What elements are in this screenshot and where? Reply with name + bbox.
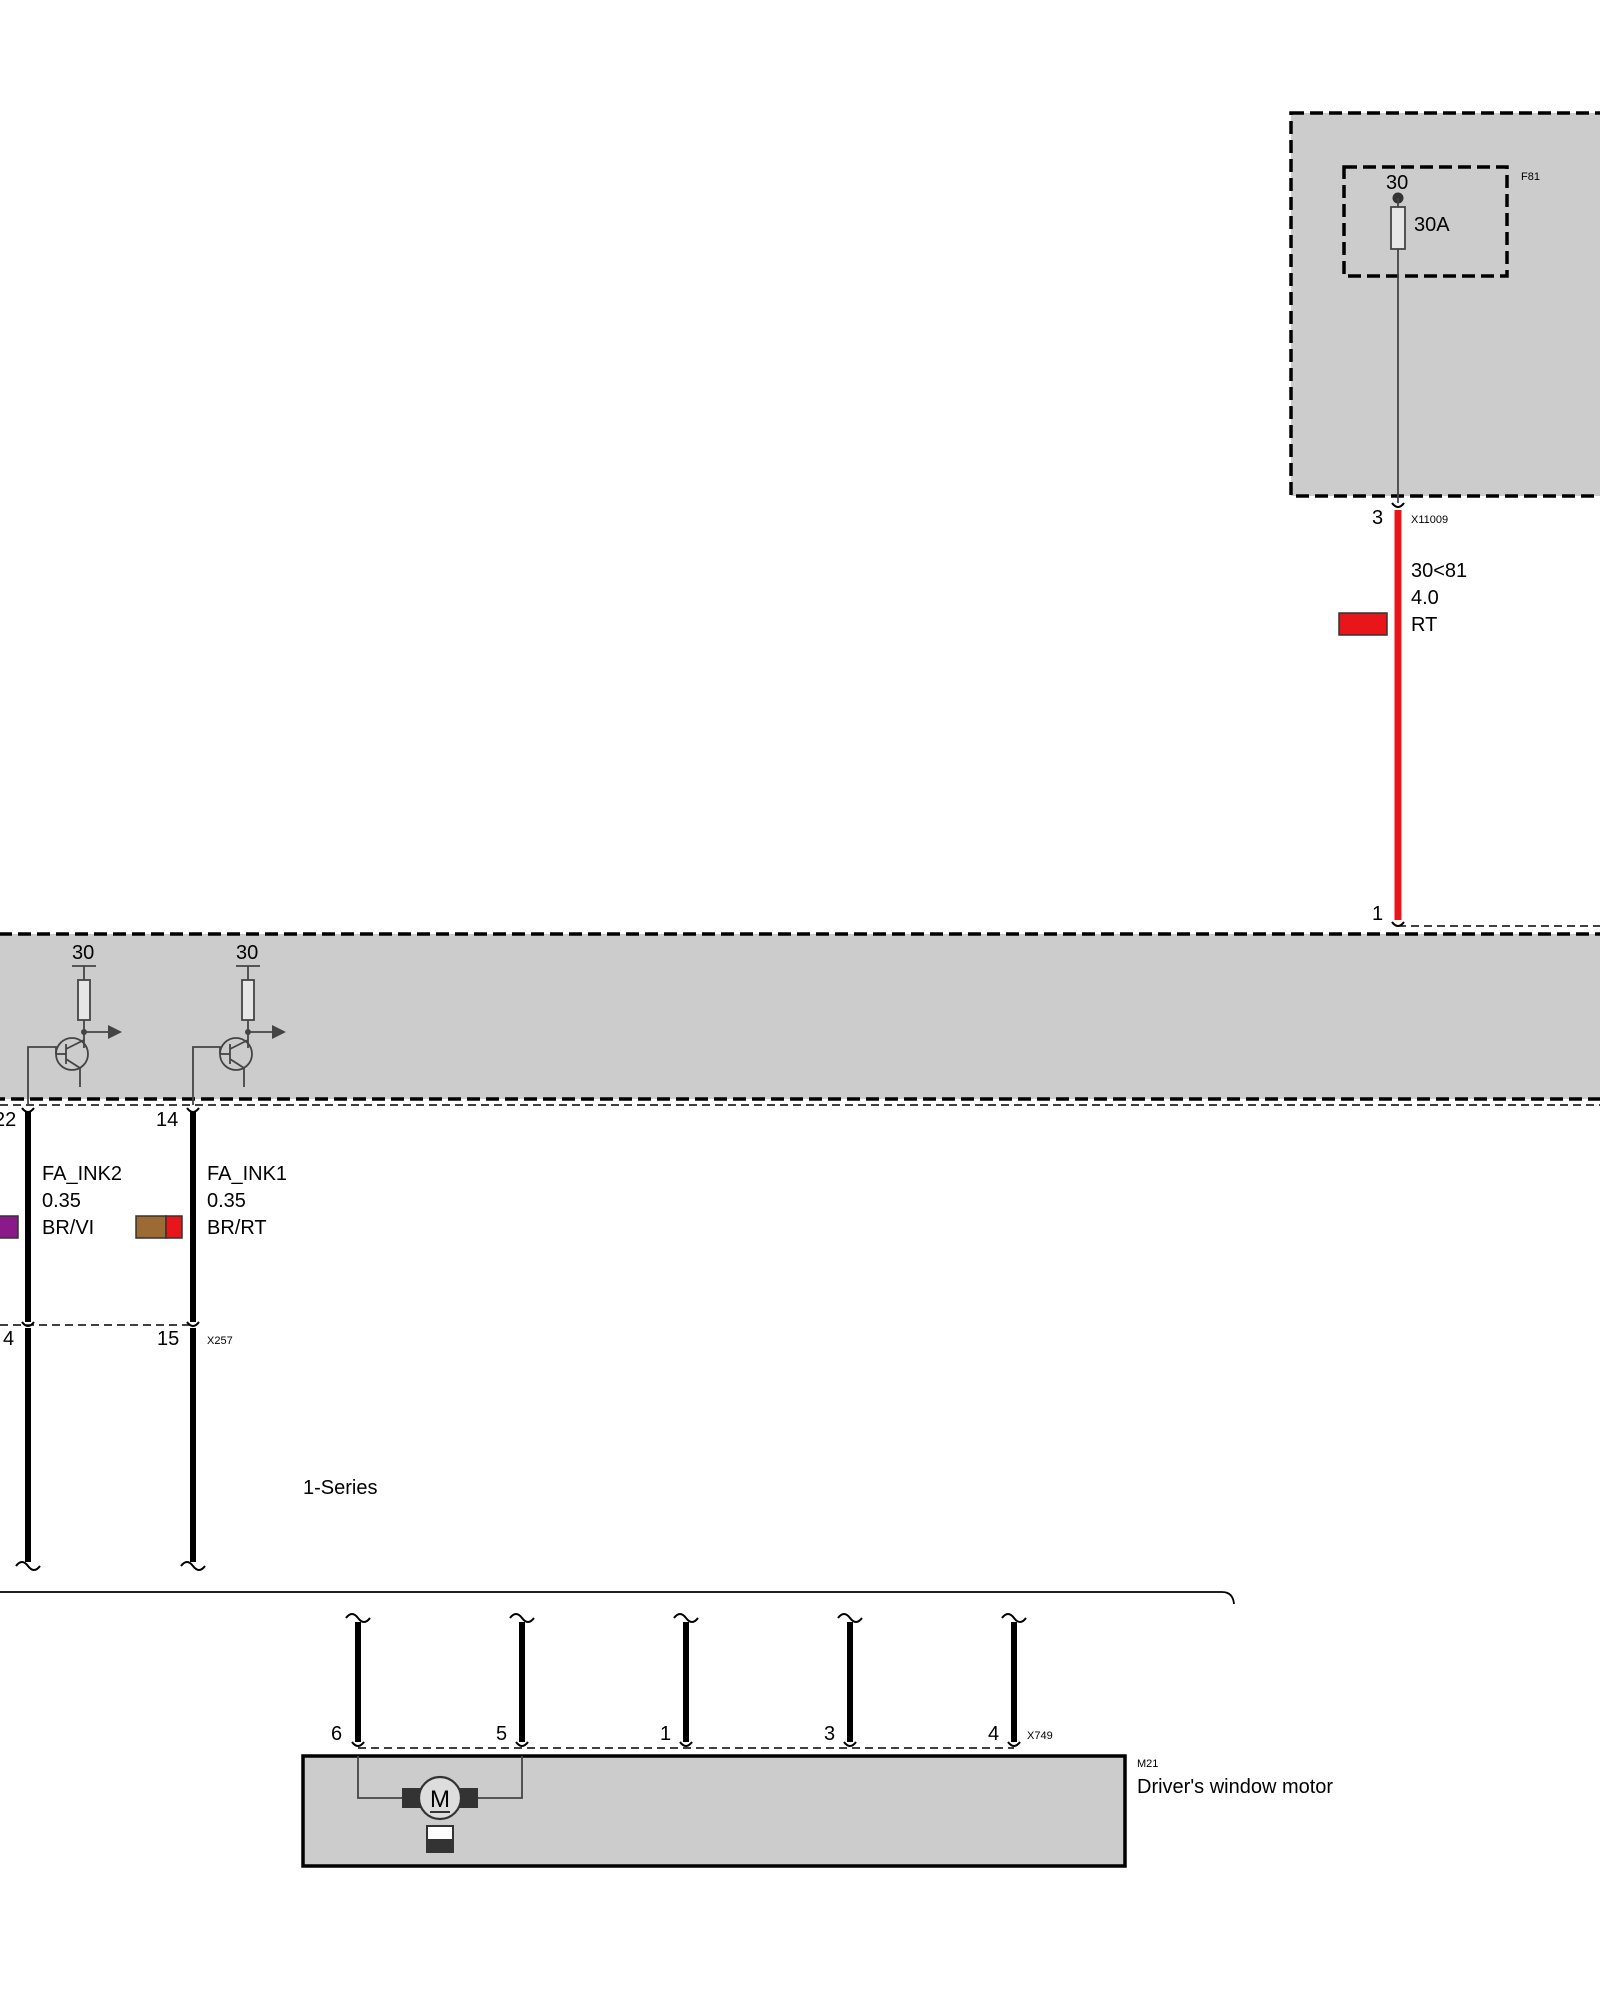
supply-wire: 30<81 4.0 RT 1	[1338, 510, 1467, 927]
motor-wire-pin-1: 1	[660, 1613, 699, 1747]
wire-break-icon	[15, 1561, 41, 1571]
position-sensor-fill	[427, 1839, 453, 1852]
wire-color-swatch-stripe	[165, 1215, 183, 1239]
supply-wire-color-swatch	[1338, 612, 1388, 636]
wire-color-swatch	[0, 1215, 19, 1239]
motor-pin: 3	[824, 1723, 835, 1745]
control-unit: 30 30	[0, 925, 1600, 1106]
fuse-connector-id: X11009	[1411, 514, 1448, 526]
wire-signal: FA_INK1	[207, 1163, 287, 1185]
pin-terminal-icon	[186, 1107, 200, 1113]
wire-break-icon	[509, 1613, 535, 1623]
supply-wire-color-code: RT	[1411, 614, 1437, 636]
wire-color-code: BR/RT	[207, 1217, 267, 1239]
inline-connector-id: X257	[207, 1335, 233, 1347]
output-driver-2: 30	[27, 942, 122, 1105]
motor-wire-pin-3: 3	[824, 1613, 863, 1747]
fuse-connector-pin: 3	[1372, 507, 1383, 529]
motor-symbol: M	[430, 1786, 450, 1813]
fuse-carrier: F81 30 30A 3 X11009	[1289, 111, 1600, 529]
motor-internal-lead	[478, 1756, 523, 1799]
motor-pin: 1	[660, 1723, 671, 1745]
pin-terminal-icon	[186, 1321, 200, 1327]
fuse-icon	[1390, 206, 1406, 250]
motor-pin: 6	[331, 1723, 342, 1745]
variant-bracket	[0, 1591, 1235, 1605]
wire-break-icon	[673, 1613, 699, 1623]
arrow-right-icon	[108, 1025, 122, 1039]
resistor-icon	[241, 979, 255, 1021]
wire-break-icon	[1001, 1613, 1027, 1623]
driver-output-lead	[27, 1046, 57, 1105]
driver-output-lead	[192, 1046, 221, 1105]
arrow-right-icon	[272, 1025, 286, 1039]
fuse-terminal-label: 30	[1386, 172, 1408, 194]
motor-connector-id: X749	[1027, 1730, 1053, 1742]
output-pin: 14	[156, 1109, 178, 1131]
wire-break-icon	[345, 1613, 371, 1623]
wire-gauge: 0.35	[207, 1190, 246, 1212]
fuse-rating: 30A	[1414, 214, 1450, 236]
driver-terminal-label: 30	[72, 942, 94, 964]
motor-internal-lead	[357, 1756, 402, 1799]
motor-name: Driver's window motor	[1137, 1776, 1333, 1798]
motor-brush-right	[458, 1788, 478, 1808]
pin-terminal-icon	[679, 1741, 693, 1747]
output-wire-2: 22 FA_INK2 0.35 BR/VI 4	[0, 1107, 122, 1571]
pin-terminal-icon	[21, 1107, 35, 1113]
fuse-component-id: F81	[1521, 171, 1540, 183]
driver-terminal-label: 30	[236, 942, 258, 964]
pin-terminal-icon	[1007, 1741, 1021, 1747]
fuse-inner-box	[1342, 165, 1509, 278]
transistor-emitter	[229, 1058, 245, 1069]
motor-brush-left	[402, 1788, 422, 1808]
transistor-emitter	[65, 1058, 81, 1069]
pin-terminal-icon	[843, 1741, 857, 1747]
motor-component-id: M21	[1137, 1758, 1158, 1770]
inline-pin: 15	[157, 1328, 179, 1350]
transistor-collector	[229, 1039, 249, 1050]
motor-wire-pin-6: 6	[331, 1613, 371, 1747]
pin-terminal-icon	[515, 1741, 529, 1747]
output-driver-1: 30	[192, 942, 286, 1105]
output-pin: 22	[0, 1109, 16, 1131]
control-unit-supply-pin: 1	[1372, 903, 1383, 925]
pin-terminal-icon	[21, 1321, 35, 1327]
motor-wire-pin-5: 5	[496, 1613, 535, 1747]
wire-color-swatch-primary	[135, 1215, 167, 1239]
wire-gauge: 0.35	[42, 1190, 81, 1212]
inline-pin: 4	[3, 1328, 14, 1350]
fuse-carrier-box	[1289, 111, 1600, 498]
window-motor: 6 5 1 3 4 X749 M21 Driv	[301, 1613, 1333, 1868]
variant-note: 1-Series	[303, 1477, 377, 1499]
resistor-icon	[77, 979, 91, 1021]
motor-pin: 5	[496, 1723, 507, 1745]
motor-pin: 4	[988, 1723, 999, 1745]
wire-break-icon	[837, 1613, 863, 1623]
output-wire-1: 14 FA_INK1 0.35 BR/RT 15	[135, 1107, 287, 1571]
pin-terminal-icon	[1391, 502, 1405, 508]
control-unit-box	[0, 932, 1600, 1101]
motor-wire-pin-4: 4	[988, 1613, 1027, 1747]
wire-signal: FA_INK2	[42, 1163, 122, 1185]
transistor-collector	[65, 1039, 85, 1050]
wire-color-code: BR/VI	[42, 1217, 94, 1239]
supply-wire-signal: 30<81	[1411, 560, 1467, 582]
wire-break-icon	[180, 1561, 206, 1571]
pin-terminal-icon	[351, 1741, 365, 1747]
motor-icon	[417, 1775, 463, 1821]
supply-wire-gauge: 4.0	[1411, 587, 1439, 609]
